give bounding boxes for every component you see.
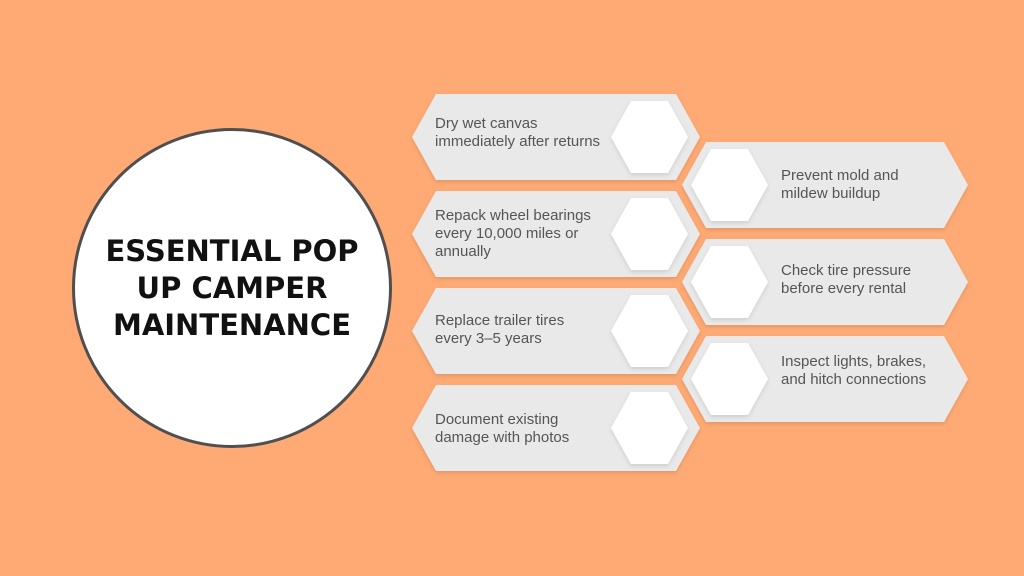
hexagon-right-1 <box>691 149 768 221</box>
hexagon-left-3 <box>611 295 688 367</box>
hexagon-left-2 <box>611 198 688 270</box>
hexagon-right-2 <box>691 246 768 318</box>
left-item-label: Dry wet canvas immediately after returns <box>435 115 601 150</box>
hexagon-left-1 <box>611 101 688 173</box>
left-item-label: Repack wheel bearings every 10,000 miles… <box>435 207 591 260</box>
right-item-label: Inspect lights, brakes, and hitch connec… <box>781 353 927 388</box>
title-circle: ESSENTIAL POP UP CAMPER MAINTENANCE <box>72 128 392 448</box>
left-item-label: Replace trailer tires every 3–5 years <box>435 312 565 347</box>
page-title: ESSENTIAL POP UP CAMPER MAINTENANCE <box>105 233 359 342</box>
right-item-label: Check tire pressure before every rental <box>781 262 912 297</box>
hexagon-left-4 <box>611 392 688 464</box>
right-item-label: Prevent mold and mildew buildup <box>781 167 899 202</box>
left-item-label: Document existing damage with photos <box>435 411 570 446</box>
hexagon-right-3 <box>691 343 768 415</box>
